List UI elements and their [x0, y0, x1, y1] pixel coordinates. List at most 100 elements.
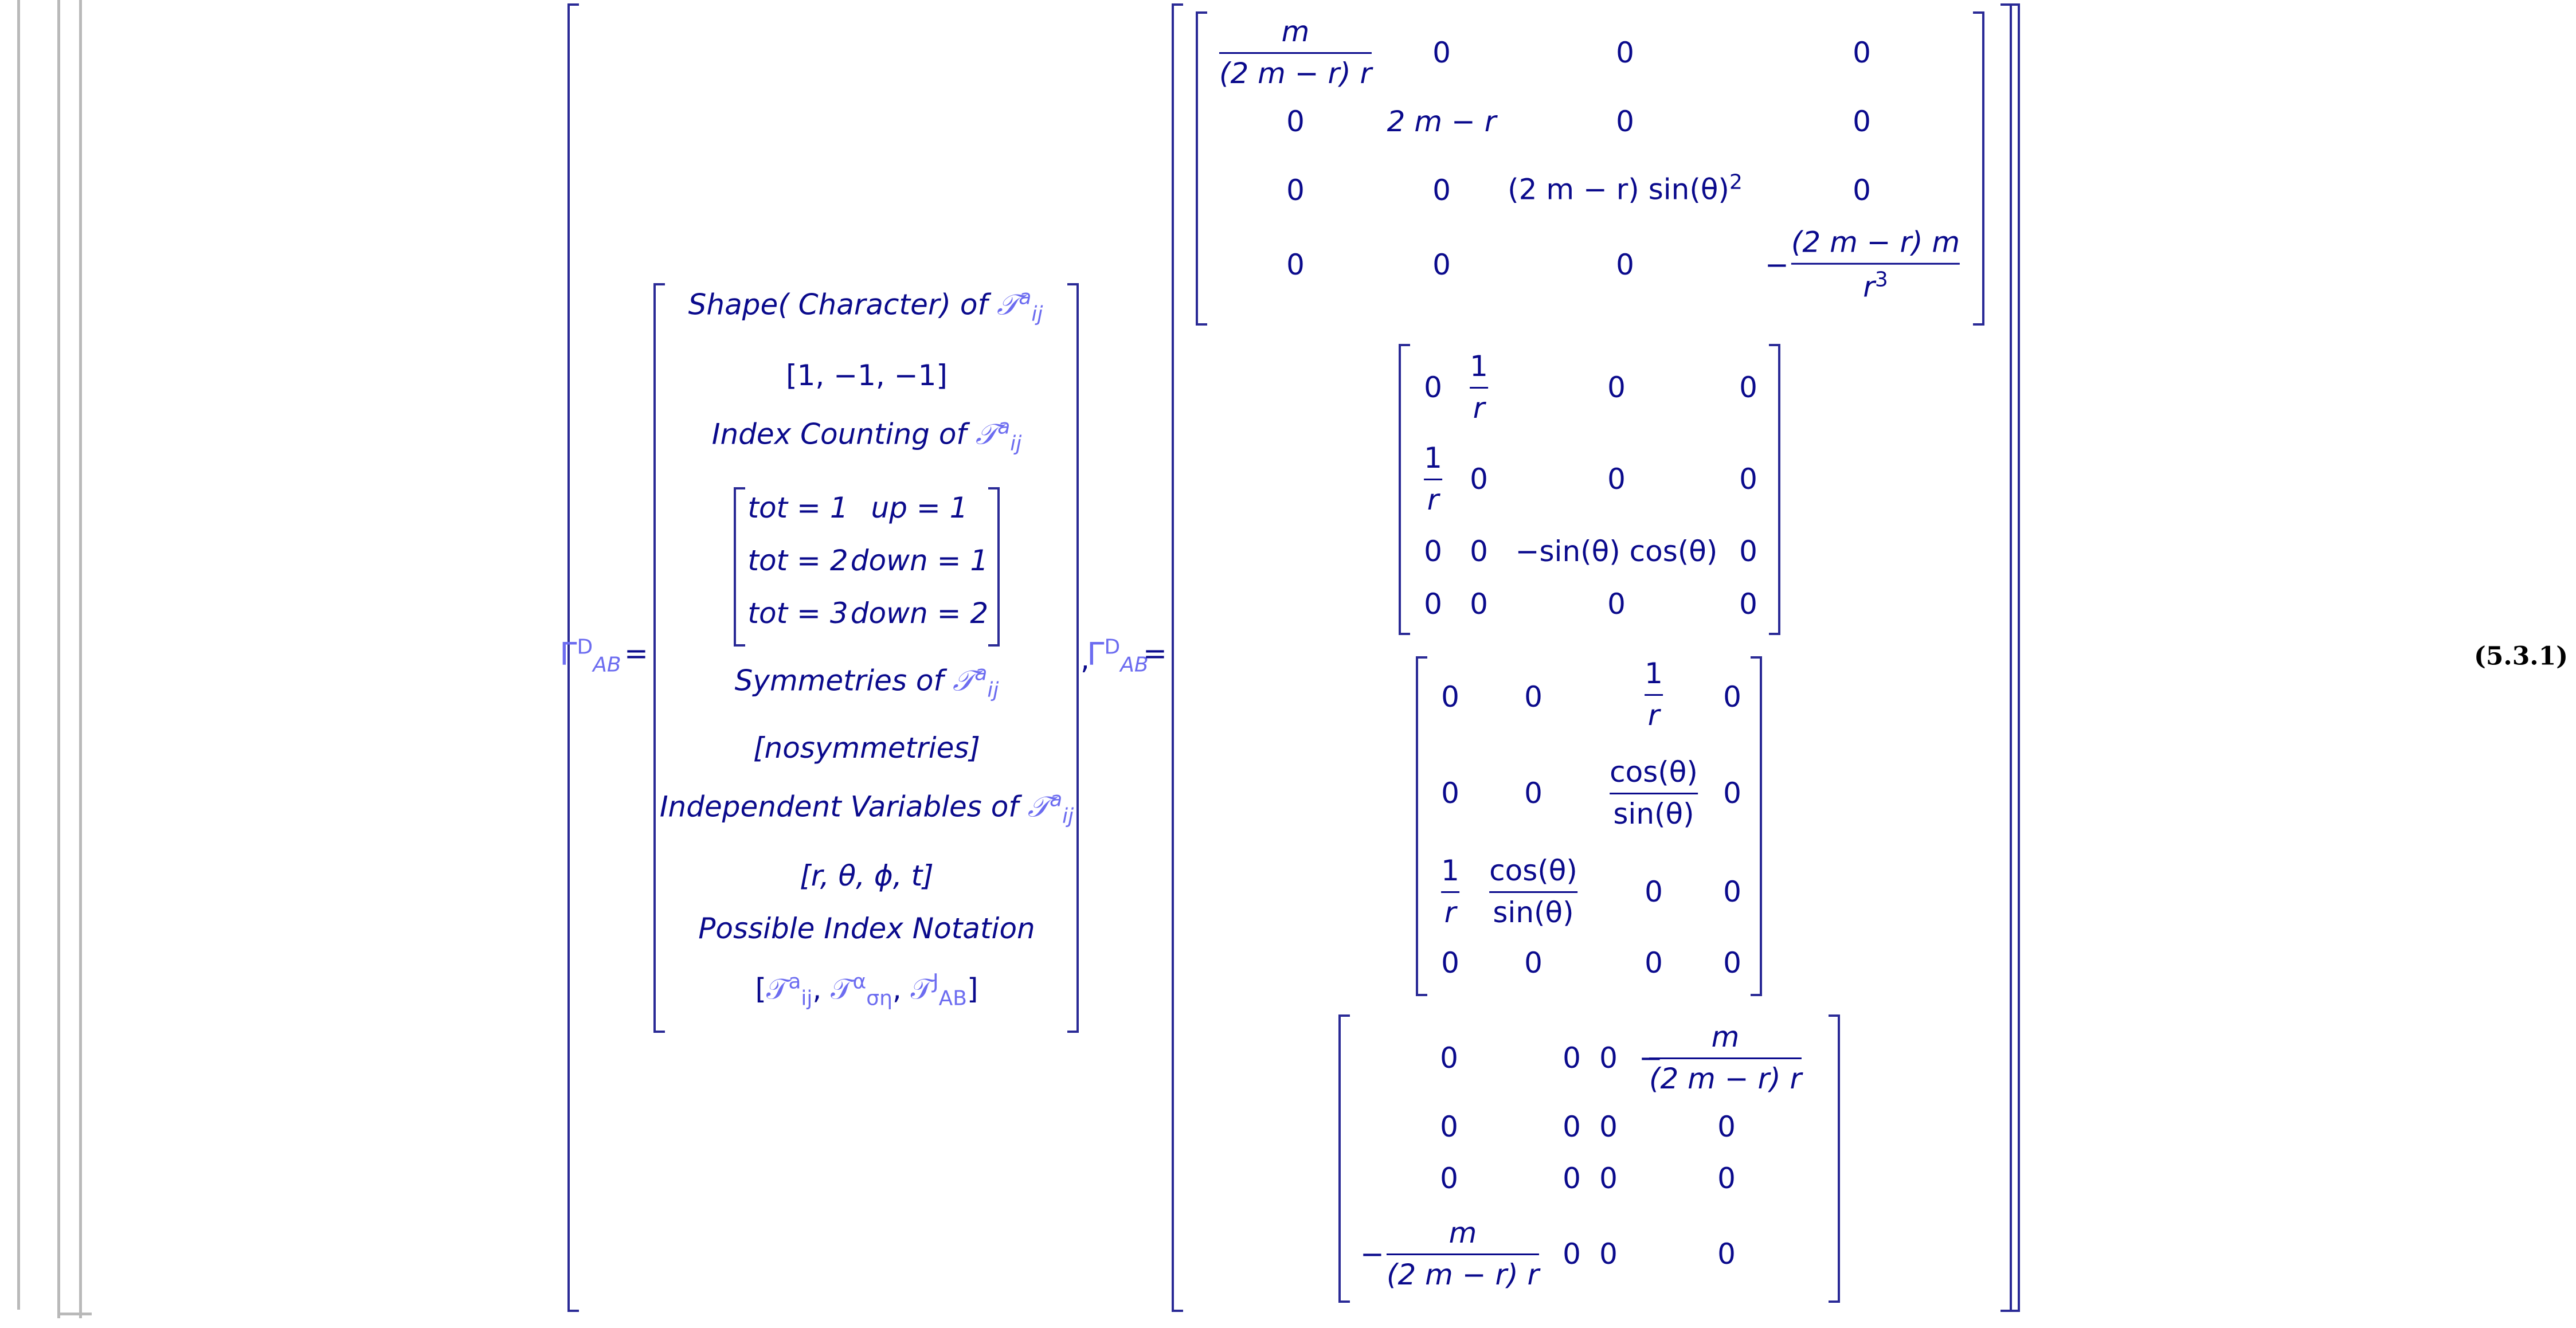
m3-r2c1: cos(θ)sin(θ): [1489, 854, 1577, 929]
notation-sup-1: α: [852, 970, 867, 994]
m4-r1c3: 0: [1717, 1110, 1736, 1143]
m1-r3c3: (2 m − r) m r3: [1791, 226, 1960, 304]
m4-r3c0-den: (2 m − r) r: [1386, 1258, 1540, 1291]
m4-r2c3: 0: [1717, 1162, 1736, 1195]
m4-r2c1: 0: [1563, 1162, 1581, 1195]
shape-value: [1, −1, −1]: [786, 359, 948, 392]
m3-r2c0-den: r: [1444, 895, 1457, 929]
m1-r0c2: 0: [1616, 36, 1634, 69]
matrix4-bracket-right: [1829, 1014, 1840, 1303]
m1-r3c3-den: r3: [1863, 268, 1888, 303]
equals-lhs: =: [624, 637, 648, 670]
m4-r1c0: 0: [1440, 1110, 1458, 1143]
m2-r2c1: 0: [1470, 535, 1488, 568]
m3-r1c3: 0: [1723, 777, 1741, 810]
m4-r0c3-bar: [1649, 1057, 1802, 1059]
tensor-symbol: 𝒯: [996, 288, 1019, 322]
m3-r2c0-num: 1: [1441, 854, 1459, 887]
index-row-1-tot: tot = 2: [747, 544, 848, 577]
m4-r1c2: 0: [1599, 1110, 1618, 1143]
m3-r3c3: 0: [1723, 946, 1741, 980]
m3-r2c0-bar: [1441, 891, 1459, 893]
m2-r0c3: 0: [1739, 371, 1757, 404]
m3-r0c2-bar: [1645, 694, 1663, 696]
gamma-lhs: ΓDAB: [559, 637, 621, 676]
m3-r0c0: 0: [1441, 680, 1459, 714]
gamma-symbol: Γ: [559, 636, 577, 672]
m1-r3c3-bar: [1791, 263, 1960, 265]
m3-r1c2: cos(θ)sin(θ): [1610, 755, 1698, 831]
m4-r0c3-den: (2 m − r) r: [1649, 1061, 1802, 1095]
m4-r1c1: 0: [1563, 1110, 1581, 1143]
m2-r0c1-bar: [1470, 386, 1488, 389]
tensor-sub: ij: [1031, 302, 1043, 326]
matrix3-bracket-right: [1751, 656, 1762, 996]
m2-r1c2: 0: [1607, 463, 1626, 496]
m1-r2c2-base: (2 m − r) sin(θ): [1508, 173, 1729, 206]
m1-r3c3-num: (2 m − r) m: [1791, 225, 1960, 259]
m4-r0c2: 0: [1599, 1041, 1618, 1075]
notation-sup-2: J: [933, 970, 939, 994]
notation-close: ]: [966, 972, 978, 1006]
properties-bracket-left: [653, 283, 665, 1033]
m3-r0c3: 0: [1723, 680, 1741, 714]
m1-r3c3-den-exp: 3: [1874, 268, 1888, 292]
matrix1-bracket-left: [1196, 11, 1207, 326]
index-label-text: Index Counting of: [711, 417, 967, 451]
shape-label: Shape( Character) of 𝒯aij: [688, 287, 1043, 326]
shape-label-text: Shape( Character) of: [688, 288, 988, 322]
properties-bracket-right: [1067, 283, 1079, 1033]
m3-r1c2-bar: [1610, 792, 1698, 794]
matrices-bracket-right: [2000, 3, 2012, 1312]
m2-r3c3: 0: [1739, 587, 1757, 621]
m3-r0c2-num: 1: [1645, 657, 1663, 690]
tensor-symbol: 𝒯: [952, 664, 975, 698]
m4-r3c0-num: m: [1448, 1216, 1477, 1249]
m4-r3c0-bar: [1386, 1253, 1540, 1255]
outer-bracket-right: [2009, 3, 2020, 1312]
tensor-sub: ij: [1062, 804, 1074, 828]
index-bracket-left: [734, 487, 745, 647]
notation-comma: ,: [812, 972, 831, 1006]
m3-r1c0: 0: [1441, 777, 1459, 810]
m2-r2c0: 0: [1424, 535, 1442, 568]
m2-r0c1-den: r: [1473, 391, 1485, 425]
worksheet-gutter-outer: [17, 0, 20, 1310]
m3-r2c1-den: sin(θ): [1493, 895, 1574, 929]
notation-comma: ,: [892, 972, 911, 1006]
equals-rhs: =: [1143, 637, 1167, 670]
index-row-1-dir: down = 1: [850, 544, 989, 577]
notation-sym-2: 𝒯: [910, 972, 933, 1006]
m2-r0c0: 0: [1424, 371, 1442, 404]
m2-r1c1: 0: [1470, 463, 1488, 496]
m3-r1c2-den: sin(θ): [1613, 797, 1694, 831]
worksheet-gutter-inner-2: [79, 0, 82, 1318]
independent-variables-value: [r, θ, ϕ, t]: [800, 859, 934, 892]
m1-r3c0: 0: [1286, 248, 1305, 281]
m4-r3c0-sign: −: [1360, 1237, 1384, 1271]
m4-r0c0: 0: [1440, 1041, 1458, 1075]
m4-r0c1: 0: [1563, 1041, 1581, 1075]
notation-open: [: [755, 972, 767, 1006]
m3-r3c1: 0: [1524, 946, 1543, 980]
m2-r0c2: 0: [1607, 371, 1626, 404]
symmetries-label: Symmetries of 𝒯aij: [735, 663, 999, 701]
m4-r2c2: 0: [1599, 1162, 1618, 1195]
m3-r0c1: 0: [1524, 680, 1543, 714]
tensor-sup: a: [997, 415, 1011, 439]
gamma-sup: D: [1104, 635, 1121, 659]
gamma-sup: D: [577, 635, 593, 659]
equation-label: (5.3.1): [2473, 641, 2569, 671]
m4-r2c0: 0: [1440, 1162, 1458, 1195]
m1-r0c0-den: (2 m − r) r: [1219, 56, 1372, 90]
notation-sym-1: 𝒯: [831, 972, 853, 1006]
notation-sup-0: a: [788, 970, 801, 994]
tensor-symbol: 𝒯: [975, 417, 998, 451]
m1-r1c2: 0: [1616, 105, 1634, 138]
m4-r0c3-num: m: [1711, 1020, 1740, 1053]
m2-r1c0-bar: [1424, 478, 1442, 480]
m2-r1c3: 0: [1739, 463, 1757, 496]
m2-r3c1: 0: [1470, 587, 1488, 621]
index-notation-value: [𝒯aij, 𝒯αση, 𝒯JAB]: [755, 970, 978, 1009]
